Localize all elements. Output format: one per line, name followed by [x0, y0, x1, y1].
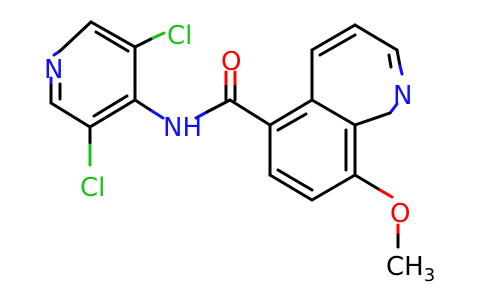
carbonyl-oxygen-label: O: [221, 47, 241, 77]
pyridine-nitrogen-label: N: [44, 55, 63, 85]
pyridine-ring: [49, 20, 137, 129]
methoxy-oxygen-label: O: [390, 199, 410, 229]
bond: [395, 48, 402, 68]
quinoline-pyridine-ring: [310, 23, 404, 127]
bond: [151, 31, 166, 40]
bond: [205, 98, 232, 114]
bond: [310, 173, 357, 202]
bond: [92, 94, 129, 118]
chlorine-bottom-label: Cl: [80, 173, 105, 203]
bond: [194, 110, 209, 120]
quinoline-benzo-ring: [268, 98, 357, 202]
bond: [88, 98, 137, 129]
bond: [353, 173, 382, 192]
bond: [228, 98, 272, 127]
bond: [398, 64, 404, 76]
bond: [150, 109, 165, 120]
bond: [378, 188, 394, 199]
amide-nh-label: NH: [163, 113, 202, 143]
bond: [310, 98, 357, 127]
bond: [387, 53, 393, 69]
bond: [318, 33, 357, 57]
quinoline-nitrogen-label: N: [393, 81, 412, 111]
bond: [353, 111, 392, 127]
bond: [353, 23, 399, 52]
bond: [268, 173, 314, 202]
bond: [58, 20, 93, 53]
bond: [276, 168, 314, 192]
bond: [133, 98, 154, 113]
bond: [276, 112, 308, 132]
chlorine-top-label: Cl: [167, 21, 192, 51]
bond: [268, 98, 314, 127]
bond: [94, 30, 130, 53]
bond: [49, 101, 92, 129]
methyl-subscript: 3: [424, 265, 435, 286]
methyl-label: CH3: [386, 252, 435, 286]
methyl-ch: CH: [386, 252, 424, 282]
bond: [310, 23, 357, 52]
bond: [133, 36, 155, 49]
bond: [89, 20, 137, 49]
bond: [388, 102, 399, 115]
